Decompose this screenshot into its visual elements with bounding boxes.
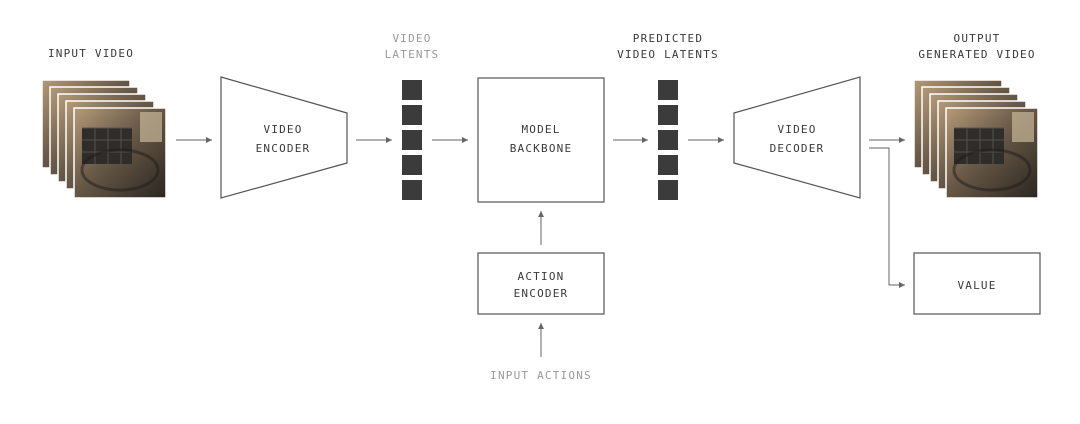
latent-block <box>658 80 678 100</box>
video-latents <box>402 80 422 200</box>
predicted-video-latents <box>658 80 678 200</box>
latent-block <box>658 130 678 150</box>
action-encoder-label-1: ACTION <box>518 270 565 283</box>
video-encoder-label-2: ENCODER <box>256 142 311 155</box>
output-label-1: OUTPUT <box>954 32 1001 45</box>
video-latents-label-2: LATENTS <box>385 48 440 61</box>
video-encoder: VIDEO ENCODER <box>220 76 348 199</box>
value-box: VALUE <box>913 252 1041 315</box>
latent-block <box>402 155 422 175</box>
latent-block <box>658 105 678 125</box>
video-decoder-label-2: DECODER <box>770 142 825 155</box>
output-label-2: GENERATED VIDEO <box>918 48 1035 61</box>
latent-block <box>658 180 678 200</box>
video-decoder-label-1: VIDEO <box>777 123 816 136</box>
latent-block <box>402 180 422 200</box>
video-encoder-label-1: VIDEO <box>263 123 302 136</box>
action-encoder-label-2: ENCODER <box>514 287 569 300</box>
input-video-frames <box>41 79 167 199</box>
model-backbone-label-2: BACKBONE <box>510 142 573 155</box>
action-encoder: ACTION ENCODER <box>477 252 605 315</box>
model-backbone: MODEL BACKBONE <box>477 77 605 203</box>
input-actions-label: INPUT ACTIONS <box>490 369 592 382</box>
output-video-frames <box>913 79 1039 199</box>
video-frame-front <box>73 107 167 199</box>
model-backbone-label-1: MODEL <box>521 123 560 136</box>
latent-block <box>402 105 422 125</box>
input-video-label: INPUT VIDEO <box>48 47 134 60</box>
video-frame-front <box>945 107 1039 199</box>
latent-block <box>402 80 422 100</box>
arrow-decoder-to-value <box>869 147 905 288</box>
predicted-latents-label-1: PREDICTED <box>633 32 703 45</box>
predicted-latents-label-2: VIDEO LATENTS <box>617 48 719 61</box>
video-latents-label-1: VIDEO <box>392 32 431 45</box>
video-decoder: VIDEO DECODER <box>733 76 861 199</box>
latent-block <box>402 130 422 150</box>
latent-block <box>658 155 678 175</box>
value-label: VALUE <box>957 279 996 292</box>
